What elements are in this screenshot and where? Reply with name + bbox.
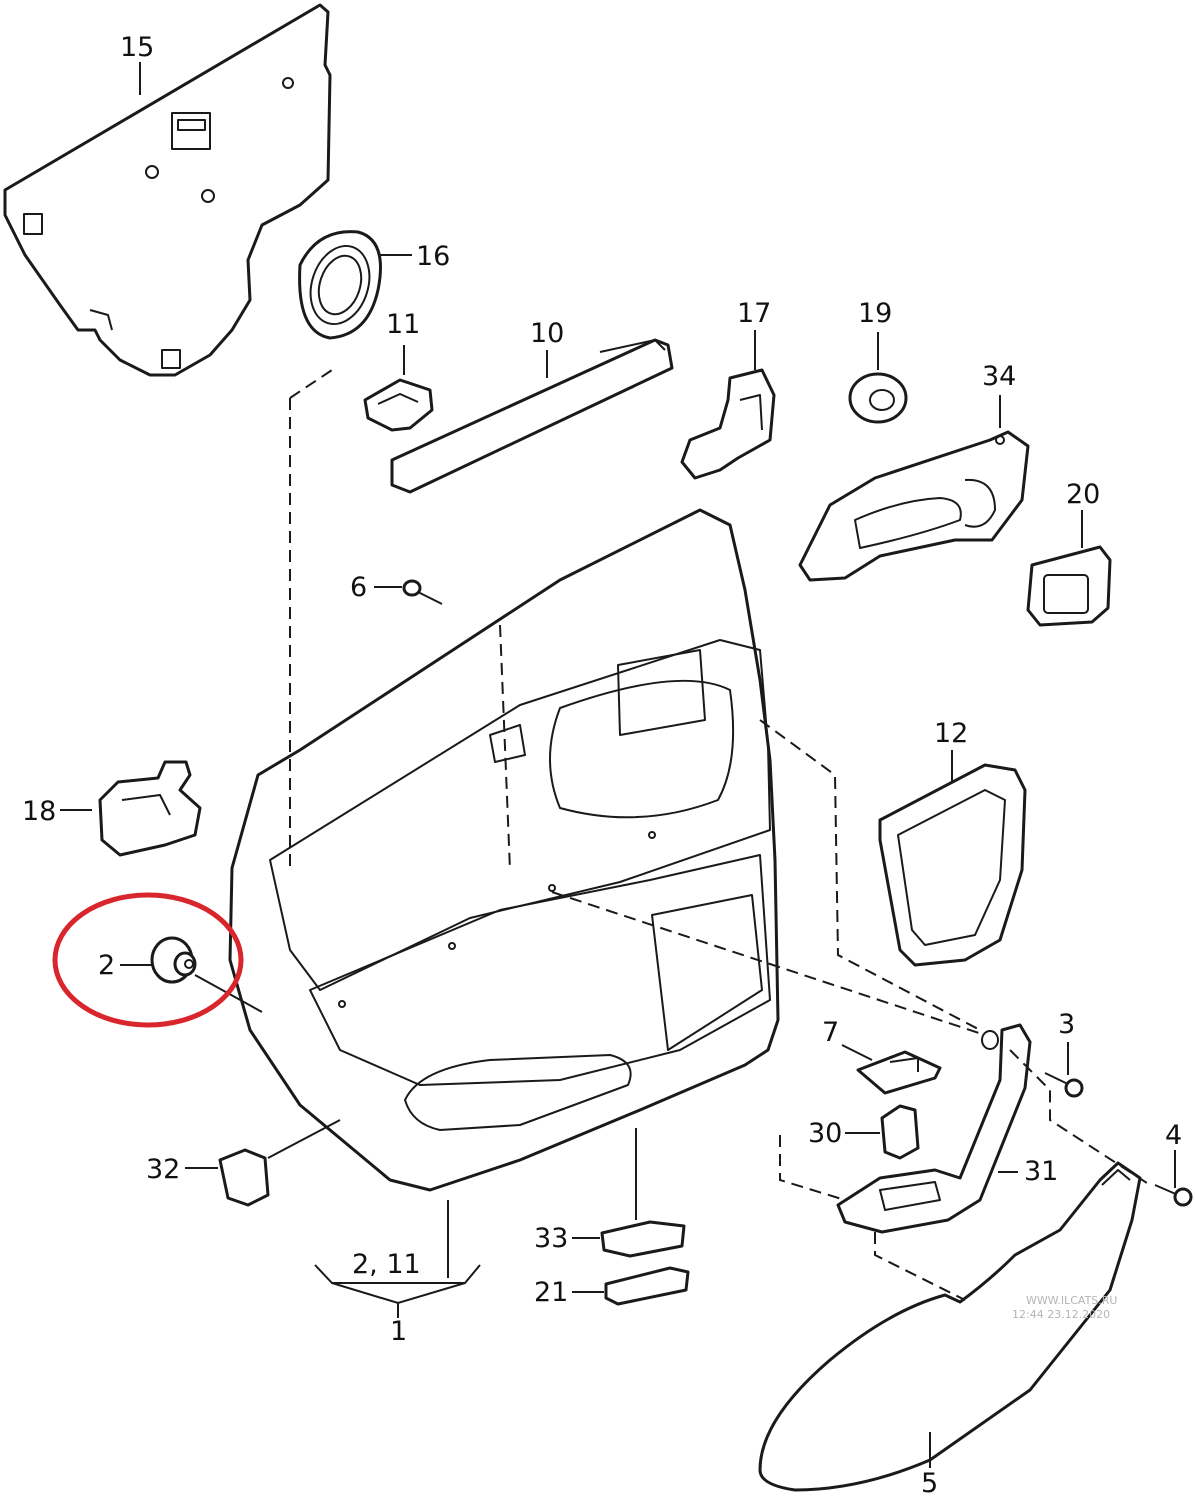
label-12: 12 [934,718,968,749]
part-2-clip [150,936,197,984]
part-32-end-cap [218,1148,270,1207]
part-30-switch [880,1104,920,1160]
part-17-bracket [680,368,776,480]
label-7: 7 [822,1017,839,1048]
highlight-circle-part-2 [52,892,244,1028]
label-1: 1 [390,1316,407,1347]
callout-labels: 15 16 11 10 17 19 34 20 6 12 18 2 7 3 30… [22,32,1182,1499]
assembly-dashed-lines [289,367,1151,1301]
label-2: 2 [98,950,115,981]
watermark-site: WWW.ILCATS.RU [1026,1294,1117,1307]
label-5: 5 [921,1468,938,1499]
watermark: WWW.ILCATS.RU 12:44 23.12.2020 [1012,1294,1117,1321]
watermark-timestamp: 12:44 23.12.2020 [1012,1308,1110,1321]
part-15-insulation-panel [3,3,332,377]
part-16-speaker-ring [298,230,382,340]
label-10: 10 [530,318,564,349]
label-19: 19 [858,298,892,329]
label-6: 6 [350,572,367,603]
part-31-pull-handle [836,1023,1032,1234]
part-18-latch-bracket [98,760,202,857]
part-3-screw [1044,1072,1084,1098]
label-2-11: 2, 11 [352,1249,421,1280]
part-1-door-trim-panel [228,508,780,1192]
label-16: 16 [416,241,450,272]
label-33: 33 [534,1223,568,1254]
label-30: 30 [808,1118,842,1149]
part-11-clip [363,378,434,432]
label-18: 18 [22,796,56,827]
part-4-screw [1154,1184,1193,1207]
part-5-armrest-cover [758,1161,1142,1492]
part-12-trim-bezel [878,763,1027,967]
label-34: 34 [982,361,1016,392]
part-7-cover-plate [856,1050,942,1095]
part-19-grommet [848,372,908,424]
part-20-switch-cover [1026,545,1112,627]
label-17: 17 [737,298,771,329]
leader-lines [60,62,1176,1468]
label-3: 3 [1058,1009,1075,1040]
label-11: 11 [386,309,420,340]
part-34-handle-carrier [798,430,1030,582]
label-4: 4 [1165,1120,1182,1151]
label-31: 31 [1024,1156,1058,1187]
part-21-pad [604,1266,690,1306]
label-15: 15 [120,32,154,63]
label-32: 32 [146,1154,180,1185]
part-33-trim-insert [600,1220,686,1258]
part-6-screw [402,579,443,605]
part-10-trim-strip [390,338,674,494]
label-21: 21 [534,1277,568,1308]
label-20: 20 [1066,479,1100,510]
